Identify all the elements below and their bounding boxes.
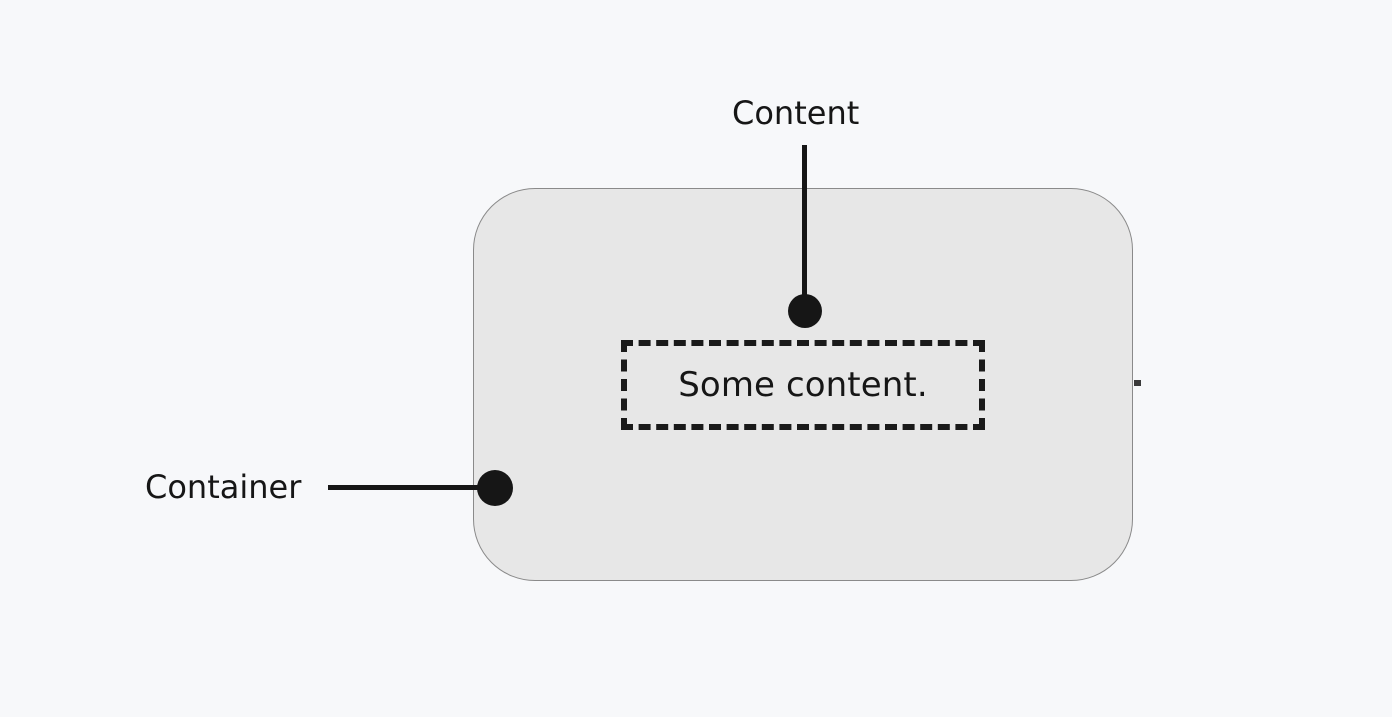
content-label: Content [732, 94, 860, 132]
right-edge-marker-icon [1134, 380, 1141, 386]
container-leader-dot [477, 470, 513, 506]
content-leader-dot [788, 294, 822, 328]
content-leader-line [802, 145, 807, 312]
content-box: Some content. [621, 340, 985, 430]
container-label: Container [145, 468, 302, 506]
container-leader-line [328, 485, 496, 490]
content-box-text: Some content. [678, 365, 928, 405]
